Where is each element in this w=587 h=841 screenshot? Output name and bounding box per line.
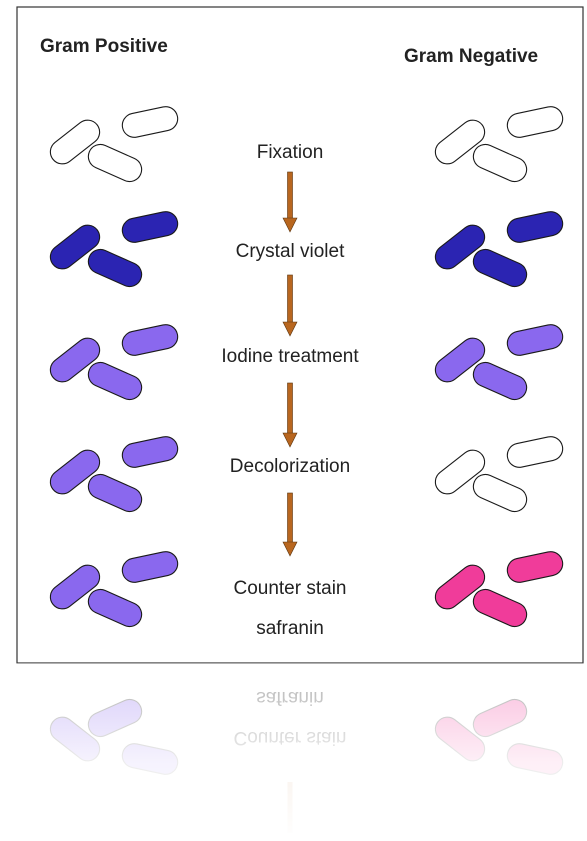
step-label-5-line-1: Counter stain [233, 578, 346, 599]
step-label-1: Fixation [257, 142, 324, 163]
header-gram-negative: Gram Negative [404, 46, 538, 67]
header-gram-positive: Gram Positive [40, 36, 168, 57]
step-label-3: Iodine treatment [221, 346, 359, 367]
diagram-frame [17, 7, 583, 663]
reflection-fade [0, 663, 587, 841]
step-label-4: Decolorization [230, 456, 350, 477]
step-label-2: Crystal violet [236, 241, 345, 262]
step-label-5-line-2: safranin [256, 618, 324, 639]
